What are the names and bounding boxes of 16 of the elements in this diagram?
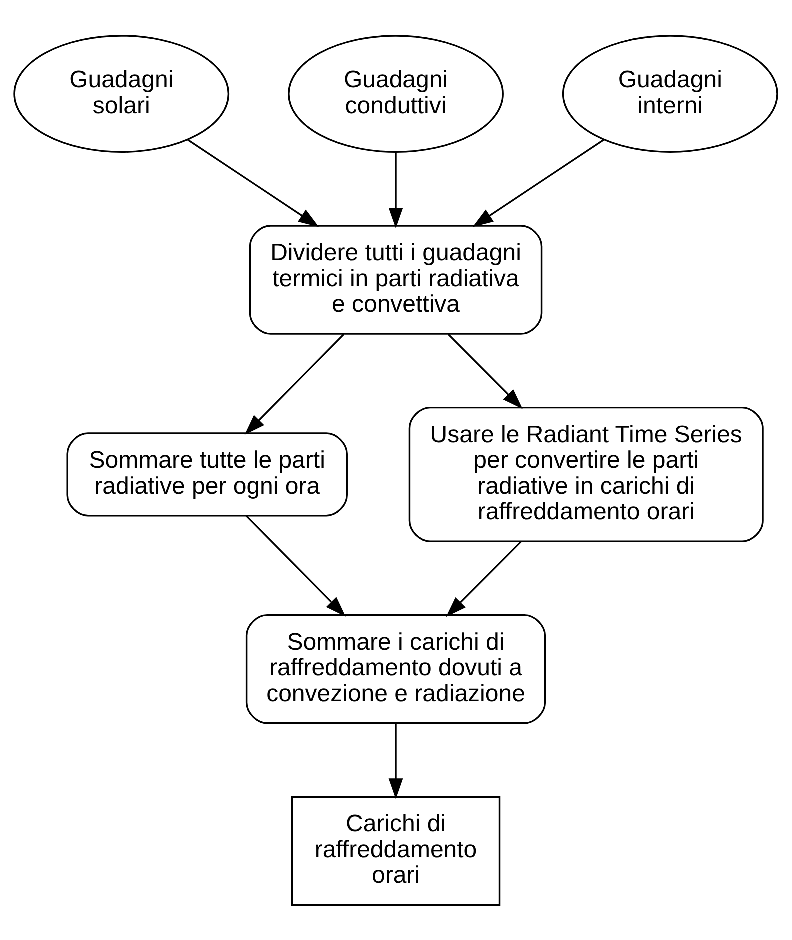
- arrow: [188, 138, 320, 227]
- arrow: [448, 333, 523, 409]
- node-box: Carichi di raffreddamento orari: [291, 796, 501, 906]
- node-ellipse: Guadagni interni: [562, 34, 778, 153]
- arrow: [244, 333, 345, 434]
- arrow: [472, 138, 604, 227]
- arrow: [388, 152, 404, 228]
- node-box: Dividere tutti i guadagni termici in parti radiativa e convettiva: [249, 224, 543, 334]
- node-ellipse: Guadagni conduttivi: [288, 34, 504, 153]
- arrow: [388, 723, 404, 799]
- node-box: Usare le Radiant Time Series per convertire le parti radiative in carichi di raffreddamento orari: [408, 406, 764, 542]
- arrow: [446, 540, 522, 617]
- arrow: [246, 514, 346, 616]
- node-box: Sommare tutte le parti radiative per ogni ora: [66, 432, 348, 516]
- node-ellipse: Guadagni solari: [14, 34, 230, 153]
- node-box: Sommare i carichi di raffreddamento dovuti a convezione e radiazione: [246, 614, 546, 724]
